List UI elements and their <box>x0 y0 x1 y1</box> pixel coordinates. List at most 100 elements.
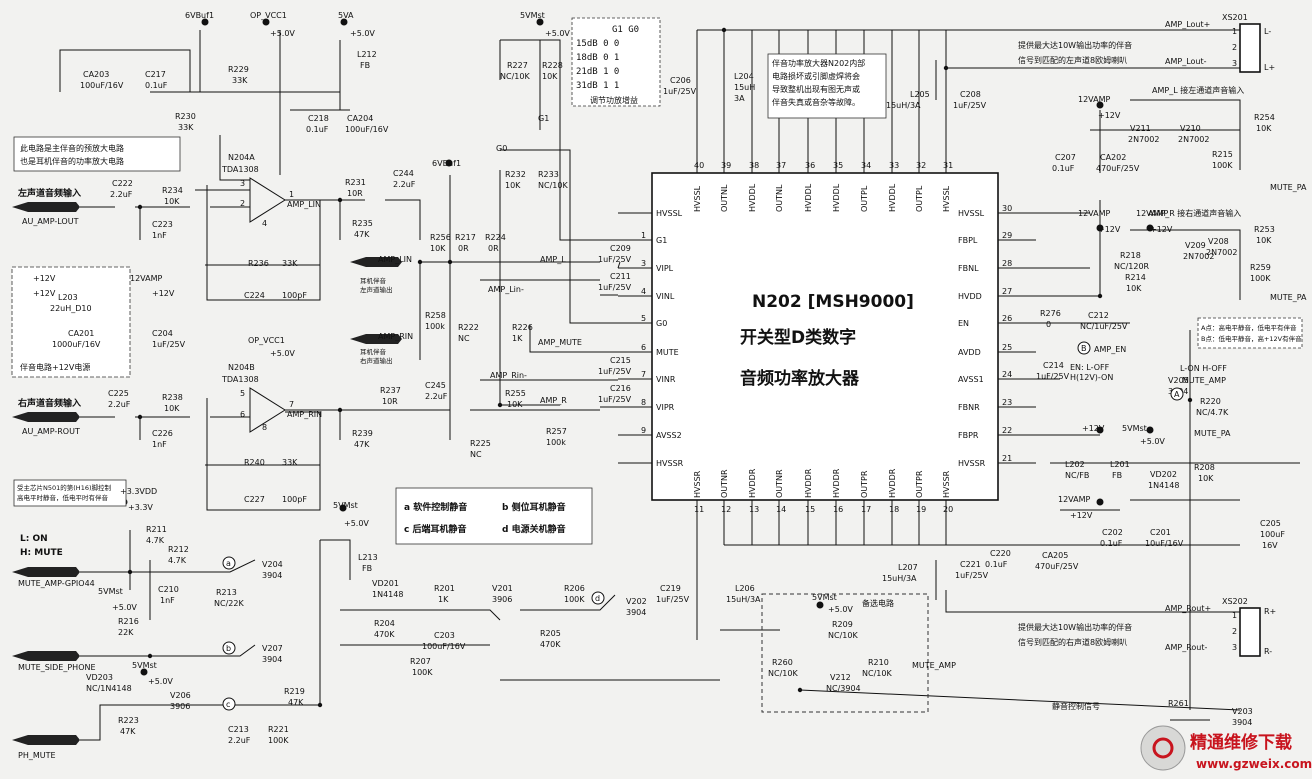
chip-pin-label: FBNR <box>958 403 980 412</box>
component-label: 1uF/25V <box>598 395 632 404</box>
amp-lout-m: AMP_Lout- <box>1165 57 1207 66</box>
component-label: R261 <box>1168 699 1189 708</box>
component-label: 100K <box>1212 161 1233 170</box>
chip-pin-number: 23 <box>1002 398 1012 407</box>
component-label: C213 <box>228 725 249 734</box>
amp-r-in-note: AMP_R 接右通道声音输入 <box>1148 208 1241 218</box>
gain-row: 21dB 1 0 <box>576 67 619 77</box>
component-label: 3A <box>734 94 745 103</box>
component-label: 1000uF/16V <box>52 340 101 349</box>
component-label: 10K <box>164 197 180 206</box>
component-label: AMP_LIN <box>378 255 412 264</box>
component-label: G1 <box>538 114 549 123</box>
connector-pin: 3 <box>1232 643 1237 652</box>
component-label: 33K <box>178 123 194 132</box>
component-label: 15uH/3A <box>726 595 761 604</box>
component-label: L204 <box>734 72 754 81</box>
component-label: 1uF/25V <box>598 367 632 376</box>
connector-pin: 2 <box>1232 627 1237 636</box>
component-label: C227 <box>244 495 265 504</box>
component-label: 100K <box>412 668 433 677</box>
component-label: 0R <box>458 244 469 253</box>
component-label: NC/120R <box>1114 262 1150 271</box>
component-label: 0.1uF <box>1100 539 1123 548</box>
component-label: R220 <box>1200 397 1221 406</box>
chip-pin-number: 17 <box>861 505 871 514</box>
component-label: 4 <box>262 219 267 228</box>
component-label: 100K <box>1250 274 1271 283</box>
component-label: 0R <box>488 244 499 253</box>
chip-pin-label: HVDDL <box>832 183 841 212</box>
marker-label: d <box>595 594 600 603</box>
component-label: NC/1uF/25V <box>1080 322 1128 331</box>
chip-pin-label: OUTNR <box>720 469 729 498</box>
legend-item: b 侧位耳机静音 <box>502 501 566 513</box>
input-right-net: AU_AMP-ROUT <box>22 427 80 436</box>
legend-item: a 软件控制静音 <box>404 501 467 513</box>
component-label: R228 <box>542 61 563 70</box>
component-label: V206 <box>170 691 191 700</box>
hmute-label: H: MUTE <box>20 548 63 558</box>
component-label: 2N7002 <box>1206 248 1237 257</box>
component-label: AMP_RIN <box>378 332 413 341</box>
component-label: R230 <box>175 112 196 121</box>
note-out-right: 提供最大达10W输出功率的伴音信号到匹配的右声道8欧姆喇叭 <box>1018 622 1132 647</box>
component-label: 12VAMP <box>1136 209 1169 218</box>
connector-pin: R- <box>1264 647 1272 656</box>
component-label: 12VAMP <box>130 274 163 283</box>
chip-n202 <box>651 172 999 501</box>
component-label: 5VMst <box>98 587 123 596</box>
component-label: 22K <box>118 628 134 637</box>
component-label: OP_VCC1 <box>248 336 285 345</box>
component-label: C245 <box>425 381 446 390</box>
component-label: NC/4.7K <box>1196 408 1229 417</box>
gain-row: 18dB 0 1 <box>576 53 619 63</box>
chip-pin-number: 37 <box>776 161 786 170</box>
chip-pin-label: OUTNL <box>720 184 729 212</box>
chip-pin-label: EN <box>958 319 969 328</box>
component-label: NC/FB <box>1065 471 1089 480</box>
component-label: R201 <box>434 584 455 593</box>
note-n204: 此电路是主伴音的预放大电路也是耳机伴音的功率放大电路 <box>20 143 124 166</box>
component-label: 6VBuf1 <box>432 159 461 168</box>
marker-label: A <box>1174 390 1180 399</box>
input-right-cn: 右声道音频输入 <box>17 397 81 409</box>
mute-gpio-label: MUTE_AMP-GPIO44 <box>18 579 95 588</box>
component-label: C205 <box>1260 519 1281 528</box>
component-label: 0.1uF <box>145 81 168 90</box>
component-label: 0.1uF <box>306 125 329 134</box>
component-label: C224 <box>244 291 265 300</box>
component-label: AMP_Lin- <box>488 285 524 294</box>
chip-pin-number: 27 <box>1002 287 1012 296</box>
component-label: 6VBuf1 <box>185 11 214 20</box>
component-label: 10R <box>347 189 363 198</box>
component-label: 16V <box>1262 541 1278 550</box>
chip-pin-number: 6 <box>641 343 646 352</box>
component-label: R210 <box>868 658 889 667</box>
connector-pin: 1 <box>1232 27 1237 36</box>
component-label: 7 <box>289 400 294 409</box>
component-label: 100uF/16V <box>80 81 124 90</box>
component-label: R205 <box>540 629 561 638</box>
component-label: CA201 <box>68 329 94 338</box>
component-label: +5.0V <box>828 605 853 614</box>
component-label: NC/10K <box>828 631 858 640</box>
chip-pin-label: MUTE <box>656 348 679 357</box>
component-label: 1uF/25V <box>152 340 186 349</box>
component-label: 5VMst <box>132 661 157 670</box>
opamp-n204b <box>249 387 286 433</box>
component-label: MUTE_AMP <box>912 661 956 670</box>
component-label: 3904 <box>1232 718 1252 727</box>
input-left-net: AU_AMP-LOUT <box>22 217 79 226</box>
component-label: C209 <box>610 244 631 253</box>
chip-pin-label: HVSSR <box>958 459 986 468</box>
chip-pin-number: 26 <box>1002 314 1012 323</box>
component-label: AMP_LIN <box>287 200 321 209</box>
amp-lout-p: AMP_Lout+ <box>1165 20 1210 29</box>
gain-header: G1 G0 <box>612 25 639 35</box>
component-label: 5VMst <box>333 501 358 510</box>
chip-pin-label: VINL <box>656 292 675 301</box>
